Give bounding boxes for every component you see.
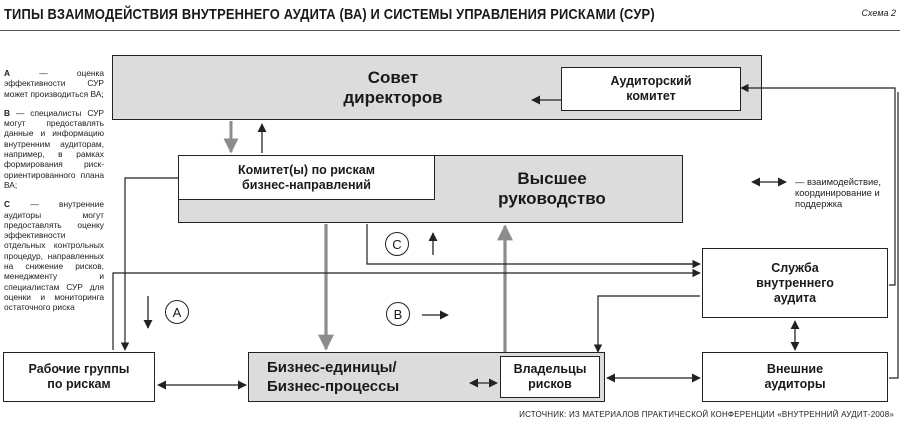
legend-panel: А — оценка эффективности СУР может произ… <box>4 68 104 322</box>
legend-text-c: — внутренние аудиторы могут предоставлят… <box>4 199 104 313</box>
scheme-label: Схема 2 <box>861 8 896 18</box>
legend-key-c: С <box>4 199 11 210</box>
interaction-legend-text: — взаимодействие, координирование и подд… <box>795 176 881 209</box>
legend-text-a: — оценка эффективности СУР может произво… <box>4 68 104 99</box>
senior-management-label: Высшее руководство <box>498 169 606 208</box>
legend-key-a: А <box>4 68 11 78</box>
internal-audit-to-audit-committee-line <box>740 83 896 286</box>
legend-item-a: А — оценка эффективности СУР может произ… <box>4 68 104 99</box>
external-auditors-to-audit-committee-line <box>889 92 899 379</box>
legend-item-b: В — специалисты СУР могут предоставлять … <box>4 108 104 190</box>
marker-a: A <box>165 300 189 324</box>
diagram-title: ТИПЫ ВЗАИМОДЕЙСТВИЯ ВНУТРЕННЕГО АУДИТА (… <box>4 6 655 23</box>
marker-b: B <box>386 302 410 326</box>
risk-owners-label: Владельцы рисков <box>513 362 587 391</box>
audit-committee-label: Аудиторский комитет <box>610 74 692 103</box>
legend-text-b: — специалисты СУР могут предоставлять да… <box>4 107 104 190</box>
internal-audit-to-risk-owners-line <box>593 295 700 353</box>
board-of-directors-label: Совет директоров <box>343 67 443 107</box>
title-divider <box>0 30 900 31</box>
source-caption: ИСТОЧНИК: ИЗ МАТЕРИАЛОВ ПРАКТИЧЕСКОЙ КОН… <box>519 410 894 419</box>
internal-audit-to-management-line-c <box>366 224 700 265</box>
working-groups-label: Рабочие группы по рискам <box>28 362 130 391</box>
risk-owners-box: Владельцы рисков <box>500 356 600 398</box>
risk-committee-box: Комитет(ы) по рискам бизнес-направлений <box>178 155 435 200</box>
external-auditors-box: Внешние аудиторы <box>702 352 888 402</box>
audit-committee-box: Аудиторский комитет <box>561 67 741 111</box>
legend-item-c: С — внутренние аудиторы могут предоставл… <box>4 199 104 312</box>
working-groups-to-internal-audit-line <box>112 268 701 350</box>
legend-key-b: В <box>4 107 11 118</box>
business-units-label: Бизнес-единицы/ Бизнес-процессы <box>267 359 400 395</box>
external-auditors-label: Внешние аудиторы <box>764 362 826 391</box>
internal-audit-label: Служба внутреннего аудита <box>756 260 834 305</box>
marker-c: C <box>385 232 409 256</box>
internal-audit-box: Служба внутреннего аудита <box>702 248 888 318</box>
working-groups-box: Рабочие группы по рискам <box>3 352 155 402</box>
risk-committee-label: Комитет(ы) по рискам бизнес-направлений <box>238 162 375 192</box>
risk-committee-to-working-groups-line <box>120 177 178 351</box>
